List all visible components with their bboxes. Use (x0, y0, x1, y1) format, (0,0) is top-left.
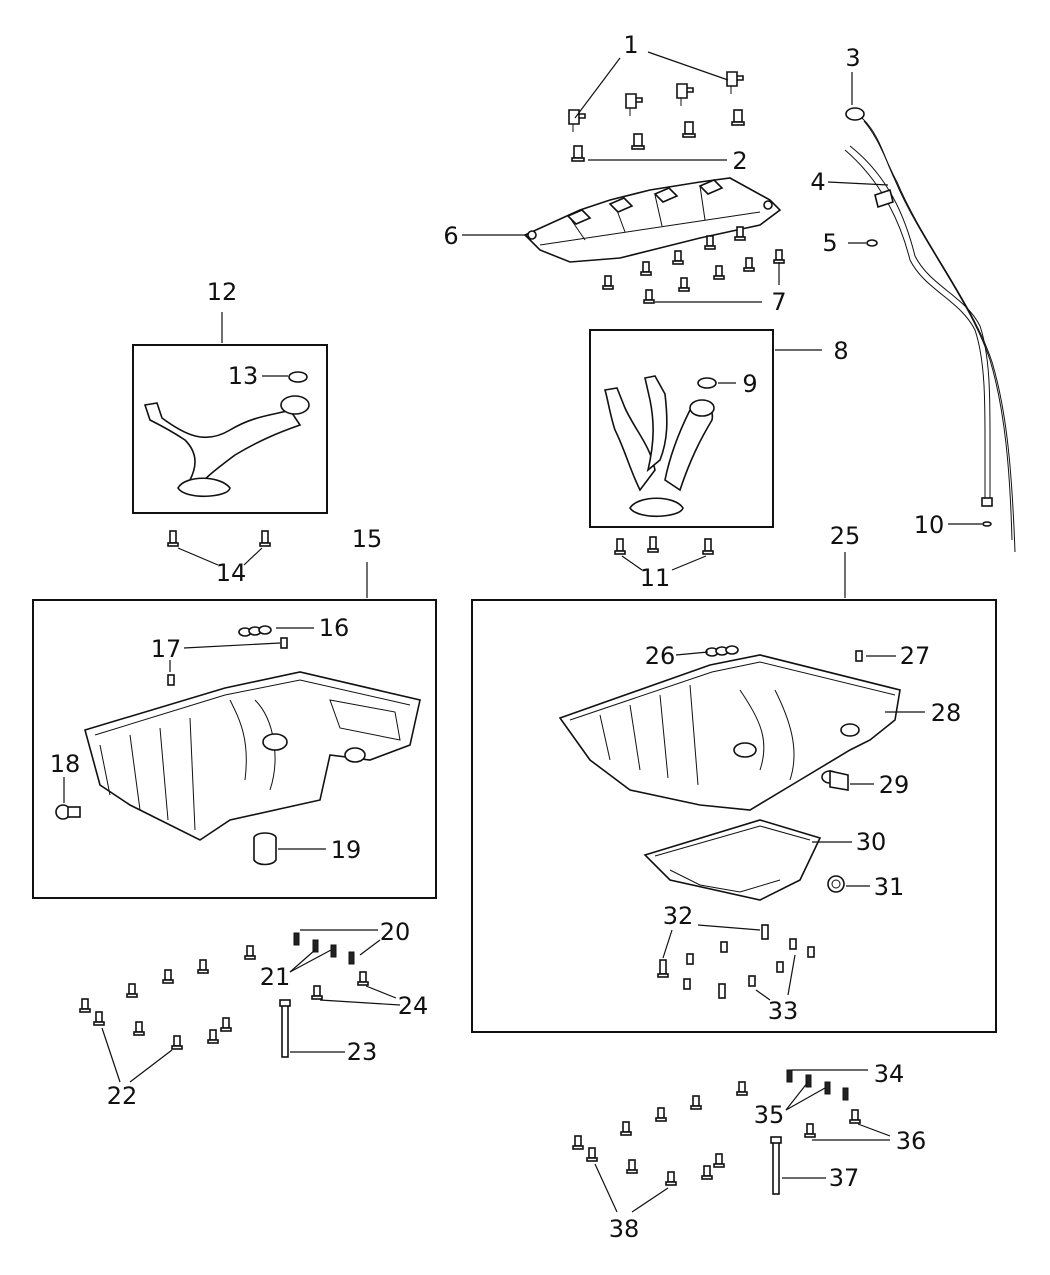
callout-23: 23 (347, 1038, 378, 1066)
callout-20: 20 (380, 918, 411, 946)
callout-38: 38 (609, 1215, 640, 1243)
callout-22: 22 (107, 1082, 138, 1110)
dowel-17 (167, 637, 288, 686)
gasket-16 (238, 625, 272, 637)
callout-17: 17 (151, 635, 182, 663)
callout-16: 16 (319, 614, 350, 642)
callout-11: 11 (640, 564, 671, 592)
callout-5: 5 (822, 229, 837, 257)
long-bolt-37 (770, 1136, 782, 1195)
callout-15: 15 (352, 525, 383, 553)
oil-pickup-tube-left (143, 371, 310, 498)
bolts-left (79, 945, 369, 1050)
drain-plug-31 (827, 875, 845, 893)
callout-7: 7 (771, 288, 786, 316)
callout-1: 1 (623, 31, 638, 59)
dipstick-tube (844, 145, 993, 507)
callout-21: 21 (260, 963, 291, 991)
bolts-right (572, 1081, 861, 1186)
callout-36: 36 (896, 1127, 927, 1155)
lower-oil-pan-30 (643, 819, 822, 901)
callout-2: 2 (732, 147, 747, 175)
callout-34: 34 (874, 1060, 905, 1088)
callout-14: 14 (216, 559, 247, 587)
callout-35: 35 (754, 1101, 785, 1129)
studs-21 (293, 932, 355, 965)
pickup-bolts-left (167, 530, 271, 547)
callout-26: 26 (645, 642, 676, 670)
oil-filter-adapter-19 (253, 832, 277, 866)
pan-bolts-32-33 (657, 924, 815, 999)
callout-31: 31 (874, 873, 905, 901)
callout-4: 4 (810, 168, 825, 196)
callout-10: 10 (914, 511, 945, 539)
callout-labels: 1 2 3 4 5 6 7 8 9 10 11 12 13 14 15 16 1… (50, 31, 962, 1243)
callout-25: 25 (830, 522, 861, 550)
callout-27: 27 (900, 642, 931, 670)
upper-oil-pan-left (84, 671, 421, 841)
oil-pickup-tube-right (603, 375, 717, 518)
callout-6: 6 (443, 222, 458, 250)
pickup-bolts-right (614, 536, 714, 555)
dowel-27 (855, 650, 863, 662)
callout-9: 9 (742, 370, 757, 398)
pickup-tube-box-left (132, 344, 328, 514)
gasket-26 (705, 645, 739, 657)
callout-33: 33 (768, 997, 799, 1025)
callout-32: 32 (663, 902, 694, 930)
adapter-29 (821, 770, 849, 791)
upper-oil-pan-right (558, 654, 901, 811)
callout-28: 28 (931, 699, 962, 727)
callout-24: 24 (398, 992, 429, 1020)
tray-bolts (602, 226, 785, 304)
callout-13: 13 (228, 362, 259, 390)
oil-jet-bolts (571, 109, 745, 162)
callout-29: 29 (879, 771, 910, 799)
oil-jets (568, 71, 744, 132)
drain-plug-18 (55, 804, 81, 820)
dipstick (845, 107, 1016, 553)
studs-35 (786, 1069, 849, 1101)
oil-pan-box-right (471, 599, 997, 1033)
windage-tray (523, 177, 782, 263)
dipstick-clip (866, 239, 878, 247)
callout-8: 8 (833, 337, 848, 365)
oil-pan-box-left (32, 599, 437, 899)
callout-37: 37 (829, 1164, 860, 1192)
pickup-tube-box-right (589, 329, 774, 528)
callout-12: 12 (207, 278, 238, 306)
callout-30: 30 (856, 828, 887, 856)
callout-19: 19 (331, 836, 362, 864)
long-bolt-23 (279, 999, 291, 1058)
callout-3: 3 (845, 44, 860, 72)
dipstick-o-ring (982, 521, 992, 527)
callout-18: 18 (50, 750, 81, 778)
